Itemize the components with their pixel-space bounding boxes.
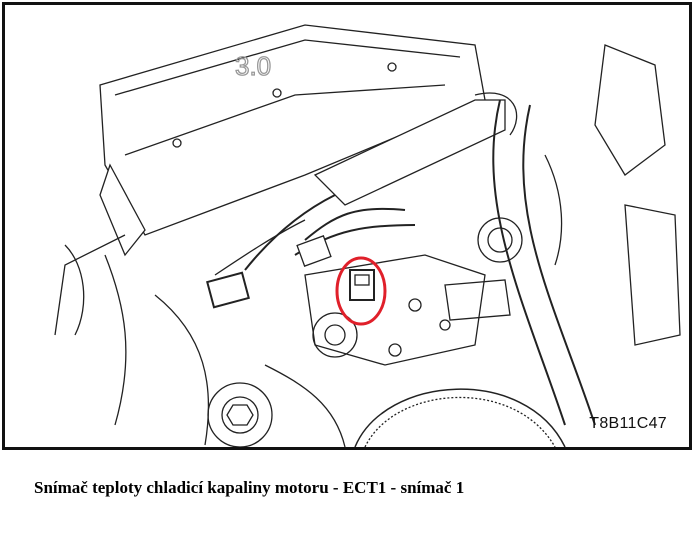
figure-caption: Snímač teploty chladicí kapaliny motoru … — [34, 478, 465, 497]
engine-illustration: 3.0 — [54, 24, 681, 447]
figure-code: T8B11C47 — [589, 415, 667, 432]
sensor-highlight-circle — [335, 256, 387, 326]
diagram-frame: 3.0 — [2, 2, 692, 450]
svg-text:3.0: 3.0 — [235, 51, 271, 81]
